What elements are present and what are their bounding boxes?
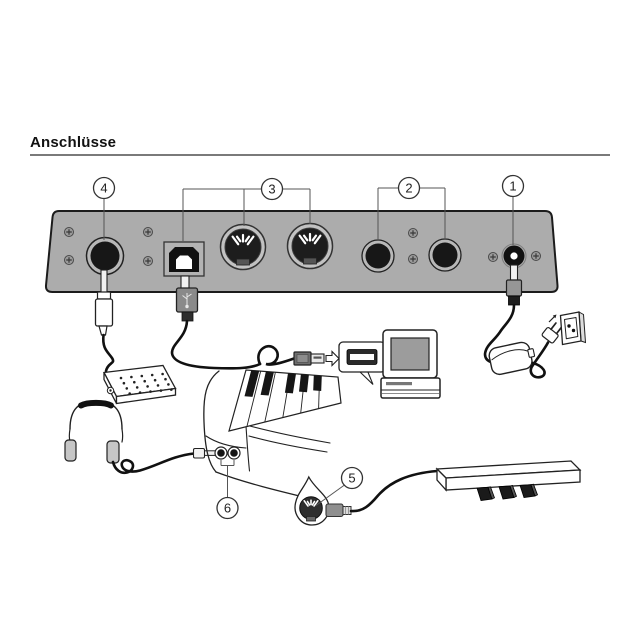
mini-plug-6 [192, 447, 216, 459]
black-keys [244, 370, 322, 397]
callout-1: 1 [501, 174, 525, 198]
connect-arrow-icon [325, 350, 340, 367]
right-earcup [106, 440, 120, 464]
pedal-plug [325, 503, 344, 518]
svg-text:4: 4 [100, 181, 107, 196]
computer-base [380, 377, 441, 399]
amp-cable [101, 333, 115, 373]
svg-text:5: 5 [348, 471, 355, 486]
callout-2: 2 [397, 176, 421, 200]
ac-plug [541, 322, 563, 344]
page-title: Anschlüsse [30, 134, 117, 151]
keyboard [203, 369, 342, 500]
usb-cable [170, 319, 262, 370]
left-earcup [64, 439, 77, 462]
pedal-unit [435, 460, 582, 501]
svg-text:2: 2 [405, 181, 412, 196]
title-divider [30, 154, 610, 156]
amp-box-dot-grid [119, 372, 173, 395]
usb-port-balloon [338, 341, 386, 385]
callout-4: 4 [92, 176, 116, 200]
callout-6: 6 [216, 460, 239, 520]
callout-5: 5 [315, 466, 364, 506]
computer [380, 329, 441, 399]
ac-cord [529, 341, 550, 379]
wall-outlet [559, 311, 587, 346]
callout-3: 3 [260, 177, 284, 201]
din-plug-balloon [294, 475, 352, 526]
svg-text:3: 3 [268, 182, 275, 197]
usb-b-plug [175, 275, 199, 322]
pedals [476, 483, 539, 501]
amp-box [102, 364, 177, 405]
key-bed [228, 369, 342, 432]
usb-a-plug [293, 351, 325, 366]
usb-cable-loop [257, 344, 296, 366]
headphones [64, 399, 124, 464]
screen [390, 337, 430, 371]
phone-plug-4 [94, 269, 114, 336]
svg-text:1: 1 [509, 179, 516, 194]
dc-power-jack [501, 243, 527, 269]
power-adapter [488, 341, 536, 376]
midi-port-2 [286, 222, 334, 270]
screw-icons [64, 227, 541, 266]
line-output-jack-right [428, 238, 462, 272]
usb-trident-icon [182, 293, 192, 309]
plug-in-arrow-icon [548, 314, 557, 323]
headphone-cable [111, 452, 196, 475]
rear-panel [44, 210, 559, 293]
dc-plug [505, 264, 523, 306]
line-output-jack-left [361, 239, 395, 273]
usb-b-port [163, 241, 205, 277]
headphone-output-jack [85, 236, 125, 276]
svg-text:6: 6 [224, 501, 231, 516]
adapter-cable [483, 303, 516, 364]
pedal-cable [349, 469, 439, 513]
front-panel-jacks [214, 446, 241, 460]
midi-port-1 [219, 223, 267, 271]
floppy-slot [386, 382, 412, 386]
headband-pad [78, 399, 114, 409]
